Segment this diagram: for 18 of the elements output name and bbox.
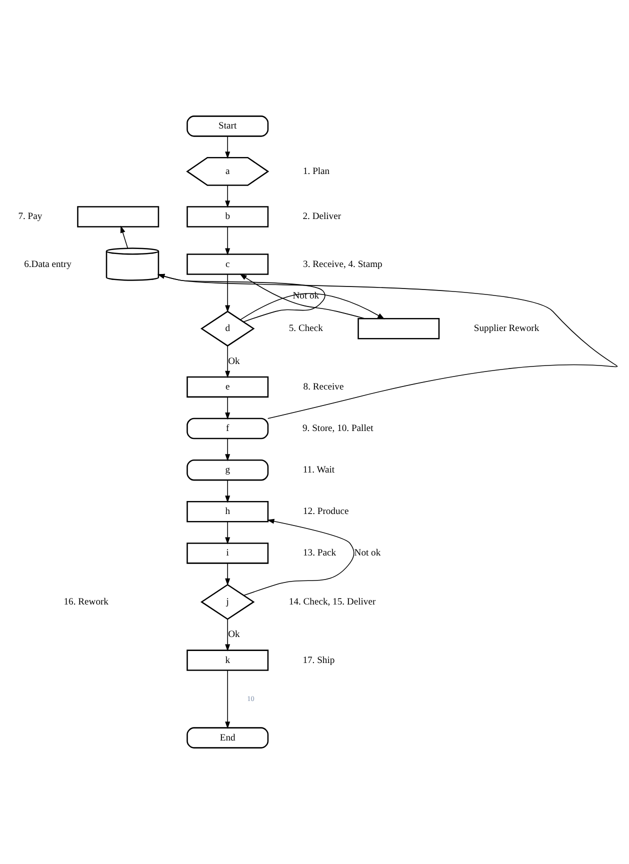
node-label: 12. Produce <box>303 506 349 518</box>
node-label: 3. Receive, 4. Stamp <box>303 258 382 270</box>
node-label: 2. Deliver <box>302 211 342 222</box>
edge-label: Not ok <box>354 548 381 559</box>
node-label: 1. Plan <box>303 166 330 177</box>
node-label: 9. Store, 10. Pallet <box>302 422 374 434</box>
edge-label: Ok <box>228 356 240 367</box>
node-label: 8. Receive <box>303 381 344 392</box>
node-label: 5. Check <box>288 323 323 334</box>
node-label: 13. Pack <box>303 548 336 559</box>
label: 16. Rework <box>64 596 108 608</box>
node-label: 14. Check, 15. Deliver <box>288 596 376 608</box>
node-label: 6.Data entry <box>24 258 72 270</box>
node-label: 11. Wait <box>302 464 335 476</box>
node-label: 17. Ship <box>302 654 335 666</box>
node-label: Supplier Rework <box>474 323 540 334</box>
edge-label: Ok <box>228 629 240 640</box>
node-label: 7. Pay <box>18 211 42 222</box>
